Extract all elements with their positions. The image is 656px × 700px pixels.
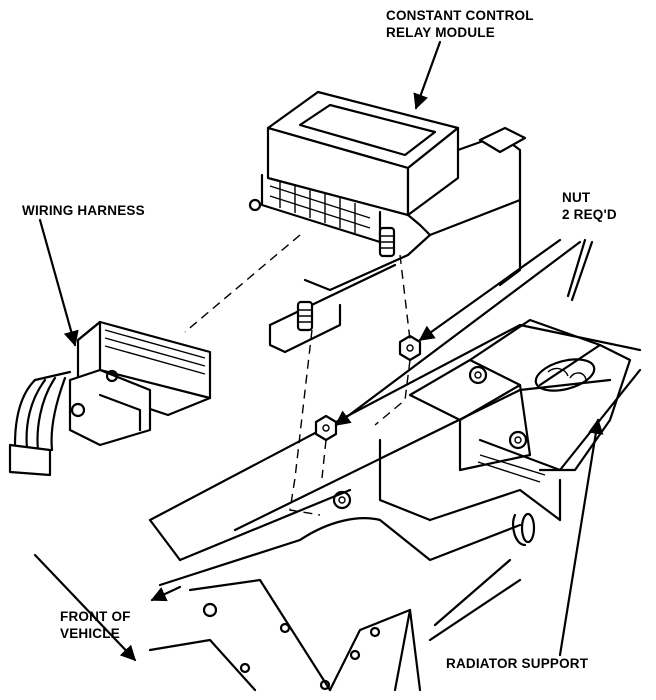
wiring-harness-label: WIRING HARNESS (22, 203, 145, 218)
relay-module-label-line1: CONSTANT CONTROL (386, 8, 534, 23)
wiring-harness-connector (8, 320, 212, 477)
front-of-vehicle-label-line1: FRONT OF (60, 609, 131, 624)
radiator-support (148, 318, 642, 692)
nut-lower (314, 414, 338, 442)
nut-upper (398, 334, 422, 362)
assembly-guide-lines (184, 234, 411, 516)
front-of-vehicle-label-line2: VEHICLE (60, 626, 120, 641)
radiator-support-label: RADIATOR SUPPORT (446, 656, 589, 671)
leader-arrows (33, 40, 604, 662)
relay-module (248, 90, 527, 354)
nut-label-line1: NUT (562, 190, 591, 205)
relay-module-label-line2: RELAY MODULE (386, 25, 495, 40)
nut-label-line2: 2 REQ'D (562, 207, 617, 222)
